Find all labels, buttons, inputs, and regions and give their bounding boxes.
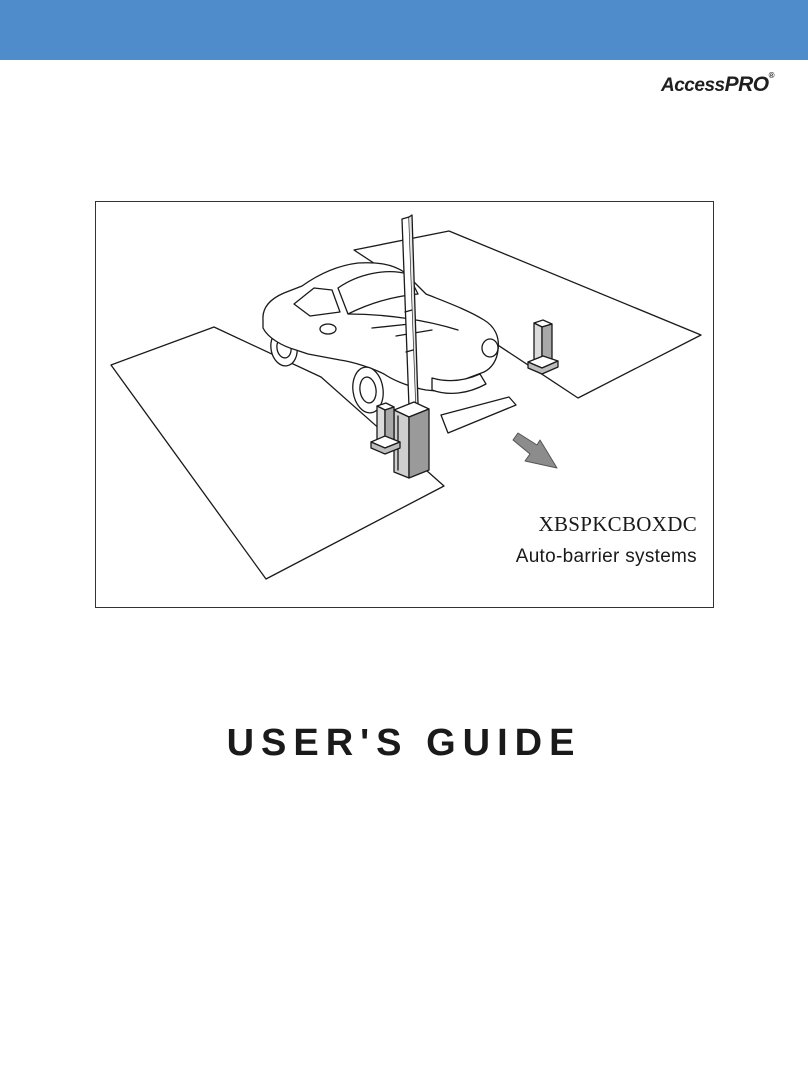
- product-figure: XBSPKCBOXDC Auto-barrier systems: [95, 201, 714, 608]
- brand-logo: AccessPRO®: [661, 74, 774, 95]
- document-title: USER'S GUIDE: [0, 722, 808, 765]
- logo-pro-text: PRO: [725, 73, 769, 96]
- product-line-label: Auto-barrier systems: [516, 546, 697, 568]
- registered-mark: ®: [769, 71, 774, 80]
- loop-detector: [441, 397, 516, 433]
- model-code: XBSPKCBOXDC: [538, 512, 697, 537]
- barrier-cabinet: [394, 402, 429, 478]
- header-band: [0, 0, 808, 60]
- direction-arrow: [513, 433, 557, 468]
- logo-access-text: Access: [661, 75, 725, 96]
